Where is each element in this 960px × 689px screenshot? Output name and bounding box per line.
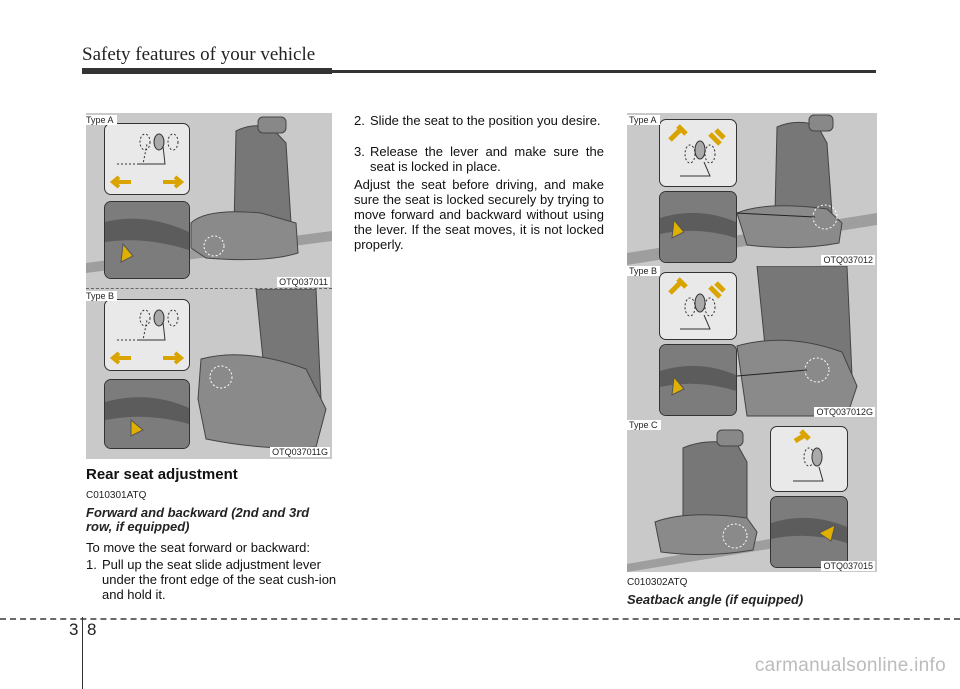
figure-left-type-b: Type B OTQ037011G [86, 289, 332, 459]
seat-illustration [86, 289, 332, 459]
inset-seatback-diagram [770, 426, 848, 492]
inset-seatback-diagram [659, 272, 737, 340]
step-text: Pull up the seat slide adjustment lever … [102, 557, 337, 602]
section2-code: C010302ATQ [627, 577, 688, 588]
inset-seat-slide-diagram [104, 299, 190, 371]
section-note: Adjust the seat before driving, and make… [354, 177, 604, 252]
seat-illustration [627, 418, 877, 572]
page-header-title: Safety features of your vehicle [82, 44, 316, 65]
inset-lever-closeup [104, 379, 190, 449]
step-number: 3. [354, 144, 365, 159]
figure-code: OTQ037011 [277, 277, 330, 287]
figure-divider [86, 288, 332, 289]
section-intro: To move the seat forward or backward: [86, 540, 310, 555]
figure-type-label: Type A [627, 115, 660, 125]
watermark: carmanualsonline.info [754, 655, 946, 676]
figure-code: OTQ037012 [821, 255, 875, 265]
section-heading: Rear seat adjustment [86, 466, 238, 483]
figure-code: OTQ037015 [821, 561, 875, 571]
figure-right-type-b: Type B OTQ037012G [627, 266, 877, 418]
header-rule [82, 70, 876, 73]
section-subheading: Forward and backward (2nd and 3rd row, i… [86, 505, 310, 534]
inset-seat-slide-diagram [104, 123, 190, 195]
figure-type-label: Type C [627, 420, 661, 430]
chapter-number: 3 [69, 620, 79, 639]
inset-seatback-diagram [659, 119, 737, 187]
inset-lever-closeup [104, 201, 190, 279]
step-item: 3. Release the lever and make sure the s… [354, 144, 604, 174]
figure-type-label: Type B [627, 266, 661, 276]
figure-right-type-c: Type C OTQ037015 [627, 418, 877, 572]
step-text: Release the lever and make sure the seat… [370, 144, 604, 174]
footer-margin-line [82, 617, 83, 689]
step-item: 1. Pull up the seat slide adjustment lev… [86, 557, 338, 602]
figure-code: OTQ037011G [270, 447, 330, 457]
section2-subheading: Seatback angle (if equipped) [627, 592, 804, 607]
step-text: Slide the seat to the position you desir… [370, 113, 601, 128]
figure-type-label: Type A [86, 115, 117, 125]
inset-lever-closeup [659, 191, 737, 263]
figure-right-type-a: Type A OTQ037012 [627, 113, 877, 266]
step-item: 2. Slide the seat to the position you de… [354, 113, 604, 128]
figure-left-type-a: Type A OTQ037011 [86, 113, 332, 289]
inset-lever-closeup [770, 496, 848, 568]
inset-lever-closeup [659, 344, 737, 416]
footer-divider [0, 618, 960, 620]
step-number: 2. [354, 113, 365, 128]
figure-type-label: Type B [86, 291, 118, 301]
header-rule-accent [82, 68, 332, 74]
figure-code: OTQ037012G [814, 407, 875, 417]
section-code: C010301ATQ [86, 490, 147, 501]
step-number: 1. [86, 557, 97, 572]
page-number: 8 [87, 620, 97, 639]
